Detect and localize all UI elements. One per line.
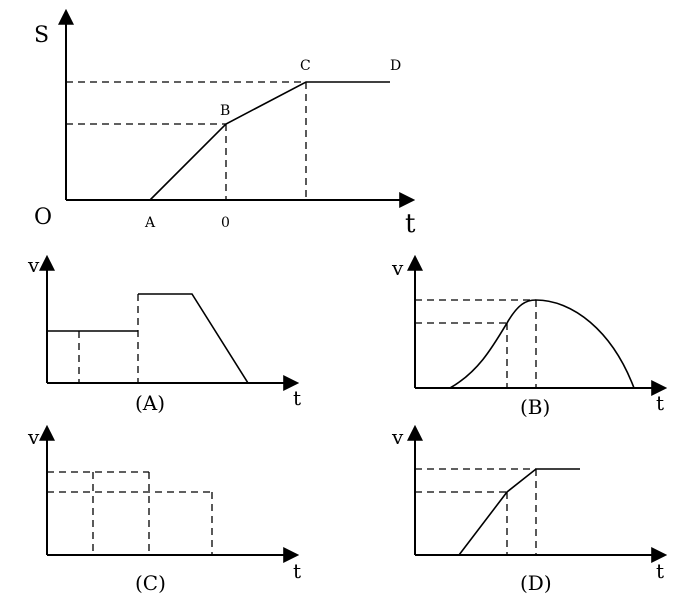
option-d-line (458, 468, 580, 556)
option-b-x-label: t (656, 391, 664, 415)
origin-label: O (34, 205, 52, 230)
option-a-high-segment (138, 293, 249, 384)
point-d-label: D (390, 58, 401, 74)
option-b-caption: (B) (520, 395, 550, 419)
option-a-y-label: v (27, 253, 40, 277)
option-d-y-label: v (391, 425, 404, 449)
option-b-graph: v t (B) (391, 254, 668, 419)
option-c-y-label: v (27, 425, 40, 449)
main-y-axis-label: S (34, 23, 49, 48)
option-d-x-label: t (656, 559, 664, 583)
point-b-label: B (220, 103, 230, 119)
point-a-label: A (144, 215, 156, 231)
main-x-axis-label: t (405, 209, 416, 239)
option-c-x-label: t (293, 559, 301, 583)
point-c-label: C (300, 58, 311, 74)
tick-zero-label: 0 (221, 215, 230, 231)
option-b-y-label: v (391, 256, 404, 280)
option-d-caption: (D) (520, 571, 552, 595)
option-d-graph: v t (D) (391, 424, 668, 595)
option-c-caption: (C) (135, 571, 166, 595)
option-a-x-label: t (293, 386, 301, 410)
option-a-caption: (A) (135, 391, 165, 415)
option-c-graph: v t (C) (27, 424, 301, 595)
main-s-t-graph: S t O A B C D 0 (34, 8, 416, 239)
s-t-line (149, 81, 390, 201)
option-b-curve (449, 299, 635, 389)
option-a-graph: v t (A) (27, 253, 301, 415)
